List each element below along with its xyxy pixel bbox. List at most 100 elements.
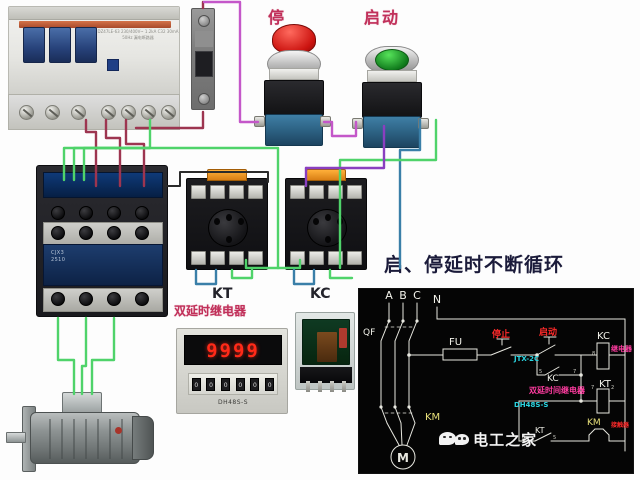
stop-pushbutton[interactable] (252, 24, 336, 148)
kt-socket-terminal-6[interactable] (210, 251, 225, 265)
stop-button-contact-block (265, 114, 323, 146)
breaker-terminal-6[interactable] (141, 105, 156, 120)
dip-switch-5[interactable]: 0 (250, 377, 260, 391)
contactor-screw-d[interactable] (135, 226, 149, 240)
breaker-terminal-2[interactable] (45, 105, 60, 120)
kc-pin-hole-3 (337, 218, 343, 225)
start-symbol-label: 启动 (539, 326, 557, 338)
breaker-terminal-3[interactable] (71, 105, 86, 120)
contactor-terminal-l1[interactable] (51, 206, 65, 220)
fuse-window (195, 51, 213, 77)
breaker-top-strip (9, 7, 179, 20)
kc-aux-label: KC (547, 374, 559, 384)
kt-pin-hole-1 (214, 218, 220, 225)
fu-label: FU (449, 337, 462, 348)
kt-pin-7: 7 (591, 385, 594, 391)
contactor-screw-c[interactable] (107, 226, 121, 240)
motor-terminal-box (62, 392, 102, 414)
breaker-lever-2[interactable] (49, 27, 71, 63)
kc-socket-terminal-1[interactable] (290, 185, 305, 199)
dip-switch-2[interactable]: 0 (206, 377, 216, 391)
dip-switch-6[interactable]: 0 (265, 377, 275, 391)
kt-socket-terminal-1[interactable] (191, 185, 206, 199)
dip-switch-1[interactable]: 0 (191, 377, 201, 391)
fuse-face-text (195, 31, 213, 47)
contactor-model-text: CJX3 2510 (51, 250, 65, 264)
contactor-terminal-a1[interactable] (135, 206, 149, 220)
kt-socket-terminal-4[interactable] (248, 185, 263, 199)
start-terminal-right[interactable] (418, 118, 429, 129)
watermark: 电工之家 (439, 429, 537, 450)
digital-timer[interactable]: 9999 0 0 0 0 0 0 DH48S-S (176, 328, 288, 414)
neutral-label: N (433, 293, 441, 306)
start-button-label: 启动 (364, 8, 401, 27)
schematic-diagram: M A B C N QF FU KC KT KM KM KT KC 5 7 8 (358, 288, 634, 474)
kt-socket-terminal-2[interactable] (210, 185, 225, 199)
breaker-lever-3[interactable] (75, 27, 97, 63)
start-button-head-icon[interactable] (375, 49, 409, 71)
wire-motor-u (56, 316, 76, 396)
kc-socket-terminal-6[interactable] (309, 251, 324, 265)
fuse-top-terminal[interactable] (198, 15, 210, 27)
breaker-lever-1[interactable] (23, 27, 45, 63)
contactor-screw-a[interactable] (51, 226, 65, 240)
kc-socket-terminal-7[interactable] (328, 251, 343, 265)
kc-pin-hole-2 (325, 214, 331, 221)
kc-model-label: JTX-2C (513, 355, 539, 363)
breaker-terminal-5[interactable] (121, 105, 136, 120)
contactor-terminal-t3[interactable] (107, 292, 121, 306)
ktc-pin-5: 5 (553, 435, 556, 441)
contactor-label-plate (43, 244, 163, 286)
kt-note-label: 双延时间继电器 (529, 385, 586, 395)
wire-motor-w (90, 316, 116, 396)
relay-pin-1 (306, 381, 310, 392)
wire-kc-loop-2 (328, 268, 354, 280)
kc-socket-terminal-3[interactable] (328, 185, 343, 199)
kc-socket-clip[interactable] (306, 169, 346, 181)
kc-socket-terminal-8[interactable] (347, 251, 362, 265)
kt-pin-hole-4 (226, 236, 232, 243)
start-pushbutton[interactable] (350, 24, 434, 148)
motor-nameplate-dot (115, 427, 122, 434)
relay-coil-icon (317, 332, 337, 362)
kt-socket-terminal-5[interactable] (191, 251, 206, 265)
stop-button-housing (264, 80, 324, 116)
ktc-pin-8: 8 (522, 435, 525, 441)
breaker-terminal-1[interactable] (19, 105, 34, 120)
kc-pin-7: 7 (573, 369, 576, 375)
relay-pin-2 (318, 381, 322, 392)
contactor-terminal-t1[interactable] (51, 292, 65, 306)
wechat-icon (439, 430, 470, 449)
contactor-terminal-t2[interactable] (79, 292, 93, 306)
kc-socket-terminal-5[interactable] (290, 251, 305, 265)
phase-a-label: A (385, 289, 393, 302)
kt-socket-terminal-7[interactable] (229, 251, 244, 265)
start-terminal-left[interactable] (352, 118, 363, 129)
dip-switch-3[interactable]: 0 (221, 377, 231, 391)
kc-socket-terminal-4[interactable] (347, 185, 362, 199)
kt-socket-terminal-8[interactable] (248, 251, 263, 265)
breaker-terminal-4[interactable] (101, 105, 116, 120)
stop-terminal-right[interactable] (320, 116, 331, 127)
contactor-terminal-l3[interactable] (107, 206, 121, 220)
breaker-test-button[interactable] (107, 59, 119, 71)
stop-terminal-left[interactable] (254, 116, 265, 127)
kt-pin-hole-3 (238, 218, 244, 225)
stop-button-head-icon[interactable] (272, 24, 316, 54)
contactor-terminal-a2[interactable] (135, 292, 149, 306)
qf-label: QF (363, 328, 375, 338)
timer-dip-switches[interactable]: 0 0 0 0 0 0 (188, 373, 278, 395)
dip-switch-4[interactable]: 0 (235, 377, 245, 391)
fuse-bottom-terminal[interactable] (198, 93, 210, 105)
kt-socket-clip[interactable] (207, 169, 247, 181)
contactor-terminal-l2[interactable] (79, 206, 93, 220)
kt-socket-terminal-3[interactable] (229, 185, 244, 199)
breaker-terminal-7[interactable] (161, 105, 176, 120)
km-coil-label: KM (587, 418, 601, 428)
stop-button-collar (269, 68, 319, 80)
contactor-screw-b[interactable] (79, 226, 93, 240)
start-button-housing (362, 82, 422, 118)
kc-socket-terminal-2[interactable] (309, 185, 324, 199)
start-button-contact-block (363, 116, 421, 148)
timer-model-label: DH48S-S (217, 399, 249, 406)
